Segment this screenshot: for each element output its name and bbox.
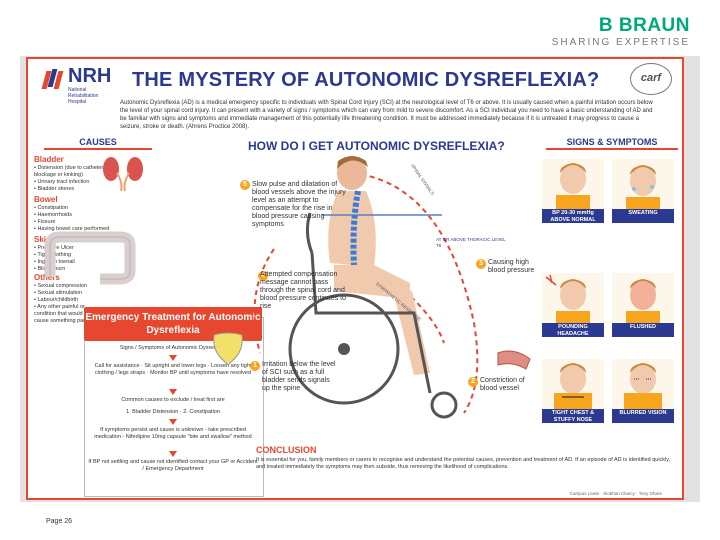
symptom-card: FLUSHED — [612, 273, 674, 337]
symptom-illustration — [612, 159, 674, 209]
emergency-step: Common causes to exclude / treat first a… — [121, 397, 225, 403]
step-annotation: Causing high blood pressure — [488, 259, 535, 274]
poster-credits: Campus Lewis · Siobhan Clancy · Tony Oha… — [569, 491, 662, 496]
spine-level-label: AT OR ABOVE THORACIC LEVEL T6 — [436, 237, 506, 248]
symptom-illustration — [542, 159, 604, 209]
flow-arrow-icon — [169, 355, 177, 361]
step-annotation: Attempted compensation message cannot pa… — [260, 271, 346, 310]
cause-item: cause something pain — [34, 318, 88, 324]
conclusion-heading: CONCLUSION — [256, 445, 317, 455]
cause-item: blockage or kinking) — [34, 172, 83, 178]
cause-group-title: Bowel — [34, 195, 58, 204]
causes-heading: CAUSES — [44, 137, 152, 150]
emergency-step: 1. Bladder Distension · 2. Constipation — [126, 409, 220, 415]
conclusion-text: It is essential for you, family members … — [256, 457, 671, 470]
cause-group-bowel: Bowel • Constipation • Haemorrhoids • Fi… — [34, 195, 142, 233]
poster-header: NRH National Rehabilitation Hospital THE… — [28, 59, 682, 105]
symptom-illustration — [612, 273, 674, 323]
step-number: 1 — [250, 361, 260, 371]
step-number: 2 — [468, 377, 478, 387]
flow-arrow-icon — [169, 419, 177, 425]
step-number: 5 — [240, 180, 250, 190]
symptom-card: BP 20-30 mmHg ABOVE NORMAL — [542, 159, 604, 223]
symptom-illustration — [542, 359, 604, 409]
cause-item: • Constipation — [34, 205, 69, 211]
cause-group-title: Bladder — [34, 155, 64, 164]
symptom-label: TIGHT CHEST & STUFFY NOSE — [542, 409, 604, 423]
brand-logo: B BRAUN SHARING EXPERTISE — [551, 15, 690, 49]
nrh-logo-subtitle: National Rehabilitation Hospital — [68, 87, 99, 105]
signs-heading: SIGNS & SYMPTOMS — [546, 137, 678, 150]
symptom-illustration — [612, 359, 674, 409]
symptom-card: SWEATING — [612, 159, 674, 223]
cause-item: • Having bowel care performed — [34, 226, 110, 232]
symptom-card: TIGHT CHEST & STUFFY NOSE — [542, 359, 604, 423]
emergency-step: Signs / Symptoms of Autonomic Dysreflexi… — [119, 345, 227, 351]
symptom-illustration — [542, 273, 604, 323]
brand-tagline: SHARING EXPERTISE — [551, 37, 690, 48]
nrh-logo-name: NRH — [68, 65, 112, 87]
signs-heading-text: SIGNS & SYMPTOMS — [566, 137, 658, 147]
cause-item: • Distension (due to catheter — [34, 165, 104, 171]
how-heading: HOW DO I GET AUTONOMIC DYSREFLEXIA? — [248, 139, 505, 153]
carf-logo: carf — [630, 63, 672, 95]
cause-group-bladder: Bladder • Distension (due to catheter bl… — [34, 155, 142, 193]
symptom-card: POUNDING HEADACHE — [542, 273, 604, 337]
flow-arrow-icon — [169, 389, 177, 395]
cause-group-title: Others — [34, 273, 60, 282]
symptom-label: BLURRED VISION — [612, 409, 674, 423]
page-number: Page 26 — [46, 518, 73, 525]
flow-arrow-icon — [169, 451, 177, 457]
cause-item: condition that would usually — [34, 311, 102, 317]
symptom-label: BP 20-30 mmHg ABOVE NORMAL — [542, 209, 604, 223]
cause-item: • Sexual compression — [34, 283, 87, 289]
nrh-logo: NRH National Rehabilitation Hospital — [41, 65, 114, 105]
cause-item: • Sexual stimulation — [34, 290, 83, 296]
step-annotation: Irritation below the level of SCI such a… — [262, 361, 336, 392]
nrh-logo-mark-icon — [41, 69, 64, 89]
cause-item: • Haemorrhoids — [34, 212, 72, 218]
emergency-step: If BP not settling and cause not identif… — [88, 459, 258, 472]
cause-group-title: Skin — [34, 235, 51, 244]
emergency-step: Call for assistance · Sit upright and lo… — [94, 363, 252, 376]
cause-item: • Urinary tract infection — [34, 179, 90, 185]
poster-title: THE MYSTERY OF AUTONOMIC DYSREFLEXIA? — [132, 69, 600, 91]
cause-group-others: Others • Sexual compression • Sexual sti… — [34, 273, 142, 325]
poster-intro: Autonomic Dysreflexia (AD) is a medical … — [120, 100, 653, 130]
kidneys-icon — [103, 157, 143, 191]
bladder-icon — [213, 332, 243, 366]
causes-heading-text: CAUSES — [79, 137, 117, 147]
wheelchair-figure-illustration — [253, 156, 479, 419]
step-number: 4 — [258, 271, 268, 281]
brand-name: B BRAUN — [598, 15, 690, 36]
ad-poster: NRH National Rehabilitation Hospital THE… — [26, 57, 684, 500]
symptom-card: BLURRED VISION — [612, 359, 674, 423]
cause-item: • Any other painful or — [34, 304, 85, 310]
step-annotation: Slow pulse and dilatation of blood vesse… — [252, 181, 346, 228]
step-annotation: Constriction of blood vessel — [480, 377, 525, 392]
blood-vessel-icon — [497, 350, 531, 370]
cause-item: • Fissure — [34, 219, 56, 225]
cause-item: • Bladder stones — [34, 186, 75, 192]
step-number: 3 — [476, 259, 486, 269]
carf-logo-name: carf — [640, 72, 662, 84]
cause-item: • Labour/childbirth — [34, 297, 79, 303]
symptom-label: FLUSHED — [612, 323, 674, 337]
symptom-label: POUNDING HEADACHE — [542, 323, 604, 337]
symptom-label: SWEATING — [612, 209, 674, 223]
intestine-icon — [44, 231, 136, 285]
emergency-step: If symptoms persist and cause is unknown… — [94, 427, 252, 440]
